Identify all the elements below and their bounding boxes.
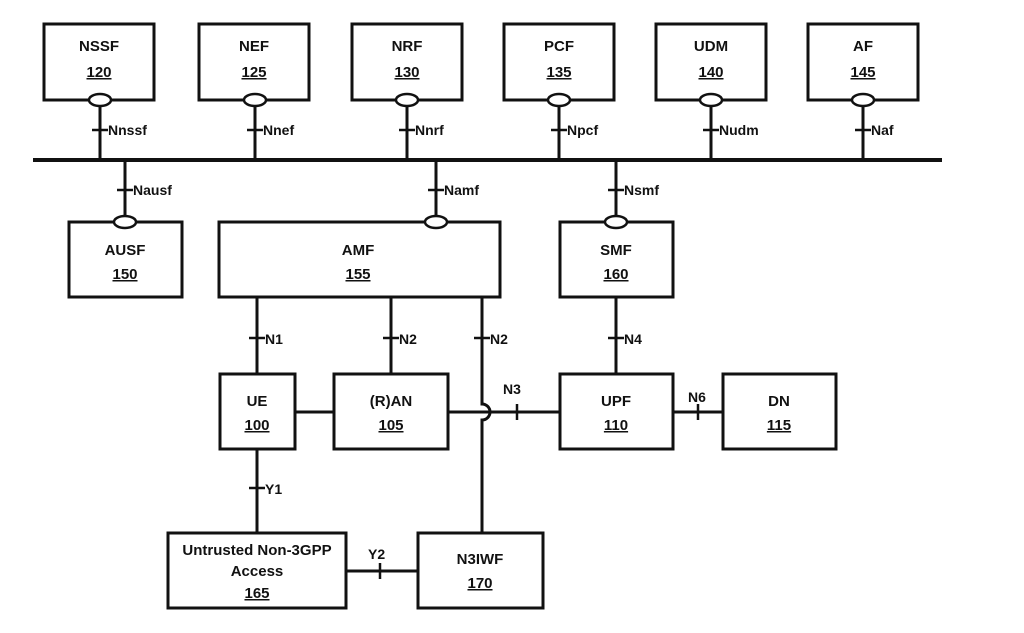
nausf-link: Nausf <box>112 160 172 230</box>
y2-link: Y2 <box>346 546 418 579</box>
nnrf-link: Nnrf <box>394 92 444 160</box>
namf-link: Namf <box>423 160 479 230</box>
af-node: AF 145 <box>806 22 920 102</box>
naf-link: Naf <box>850 92 894 160</box>
ausf-label: AUSF <box>105 242 146 259</box>
n1-link: N1 <box>249 297 283 374</box>
upf-node: UPF 110 <box>558 372 675 451</box>
nsmf-link: Nsmf <box>603 160 659 230</box>
untrusted-access-number: 165 <box>244 585 269 602</box>
n6-link: N6 <box>673 389 723 420</box>
y1-link: Y1 <box>249 449 282 533</box>
nnssf-interface-label: Nnssf <box>108 122 147 138</box>
y2-interface-label: Y2 <box>368 546 385 562</box>
n4-interface-label: N4 <box>624 331 642 347</box>
n4-link: N4 <box>608 297 642 374</box>
untrusted-access-label-line2: Access <box>231 563 284 580</box>
dn-number: 115 <box>767 417 791 434</box>
amf-node: AMF 155 <box>217 220 502 299</box>
ausf-node: AUSF 150 <box>67 220 184 299</box>
ran-number: 105 <box>378 417 403 434</box>
ue-node: UE 100 <box>218 372 297 451</box>
n2-n3iwf-link: N2 <box>474 297 508 533</box>
n3iwf-node: N3IWF 170 <box>416 531 545 610</box>
namf-interface-label: Namf <box>444 182 479 198</box>
nssf-node: NSSF 120 <box>42 22 156 102</box>
nef-node: NEF 125 <box>197 22 311 102</box>
n2-n3iwf-interface-label: N2 <box>490 331 508 347</box>
n3iwf-number: 170 <box>467 575 492 592</box>
ran-label: (R)AN <box>370 393 413 410</box>
nrf-node: NRF 130 <box>350 22 464 102</box>
npcf-link: Npcf <box>546 92 598 160</box>
smf-node: SMF 160 <box>558 220 675 299</box>
dn-node: DN 115 <box>721 372 838 451</box>
pcf-node: PCF 135 <box>502 22 616 102</box>
nudm-interface-label: Nudm <box>719 122 759 138</box>
ue-label: UE <box>247 393 268 410</box>
untrusted-access-node: Untrusted Non-3GPP Access 165 <box>166 531 348 610</box>
nrf-number: 130 <box>394 64 419 81</box>
nnrf-interface-label: Nnrf <box>415 122 444 138</box>
ausf-number: 150 <box>112 266 137 283</box>
n1-interface-label: N1 <box>265 331 283 347</box>
n3iwf-label: N3IWF <box>457 551 504 568</box>
nssf-label: NSSF <box>79 38 119 55</box>
nnef-link: Nnef <box>242 92 294 160</box>
nef-label: NEF <box>239 38 269 55</box>
y1-interface-label: Y1 <box>265 481 282 497</box>
udm-number: 140 <box>698 64 723 81</box>
nssf-number: 120 <box>86 64 111 81</box>
smf-number: 160 <box>603 266 628 283</box>
dn-label: DN <box>768 393 790 410</box>
n6-interface-label: N6 <box>688 389 706 405</box>
amf-label: AMF <box>342 242 375 259</box>
nausf-interface-label: Nausf <box>133 182 172 198</box>
nef-number: 125 <box>241 64 266 81</box>
pcf-label: PCF <box>544 38 574 55</box>
udm-node: UDM 140 <box>654 22 768 102</box>
nrf-label: NRF <box>392 38 423 55</box>
n3-link: N3 <box>448 381 560 420</box>
n2-ran-link: N2 <box>383 297 417 374</box>
smf-label: SMF <box>600 242 632 259</box>
upf-label: UPF <box>601 393 631 410</box>
udm-label: UDM <box>694 38 728 55</box>
nnef-interface-label: Nnef <box>263 122 294 138</box>
nnssf-link: Nnssf <box>87 92 147 160</box>
nsmf-interface-label: Nsmf <box>624 182 659 198</box>
pcf-number: 135 <box>546 64 571 81</box>
amf-number: 155 <box>345 266 370 283</box>
n3-interface-label: N3 <box>503 381 521 397</box>
ue-number: 100 <box>244 417 269 434</box>
untrusted-access-label-line1: Untrusted Non-3GPP <box>182 542 331 559</box>
ran-node: (R)AN 105 <box>332 372 450 451</box>
upf-number: 110 <box>604 417 628 434</box>
naf-interface-label: Naf <box>871 122 894 138</box>
af-label: AF <box>853 38 873 55</box>
n2-ran-interface-label: N2 <box>399 331 417 347</box>
af-number: 145 <box>850 64 875 81</box>
npcf-interface-label: Npcf <box>567 122 598 138</box>
nudm-link: Nudm <box>698 92 759 160</box>
